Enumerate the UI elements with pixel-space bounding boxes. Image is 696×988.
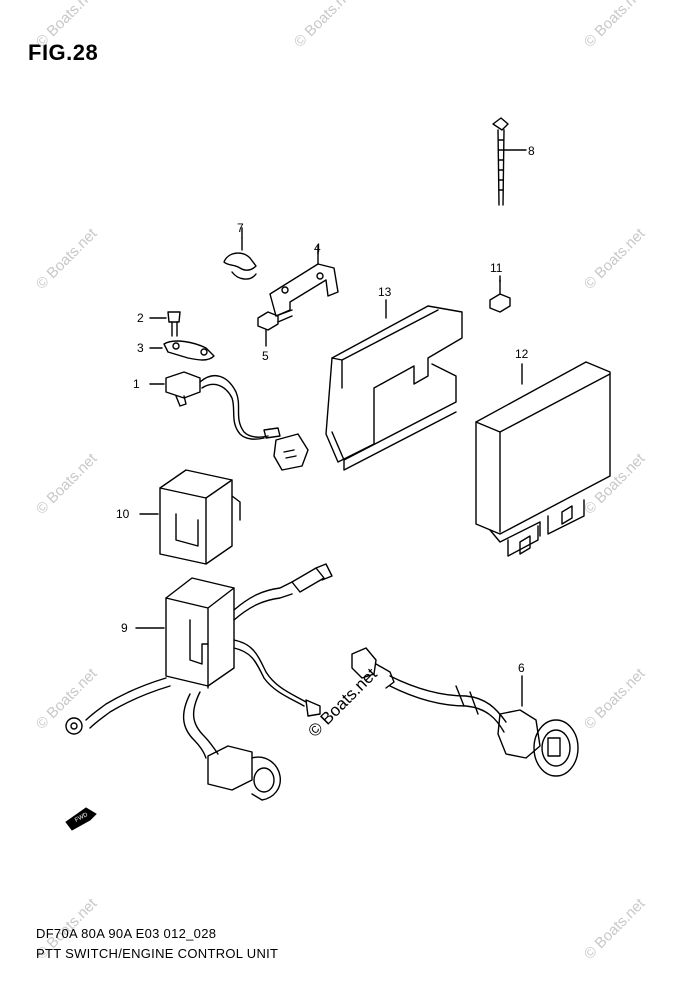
watermark: © Boats.net [581,225,649,293]
figure-description: PTT SWITCH/ENGINE CONTROL UNIT [36,946,279,961]
bolt-part-5 [257,309,293,347]
watermark: © Boats.net [33,450,101,518]
watermark: © Boats.net [33,225,101,293]
harness-unit-part [65,563,333,801]
clamp-part [223,237,257,280]
plate-part [149,340,215,361]
fwd-arrow-icon: FWD [65,807,97,831]
part-label: 6 [518,661,525,675]
part-label: 3 [137,341,144,355]
part-label: 8 [528,144,535,158]
part-label: 13 [378,285,392,299]
cable-tie-part [492,117,527,206]
part-label: 7 [237,221,244,235]
part-label: 4 [314,241,321,255]
bracket-part [269,251,339,317]
ecu-part [475,361,611,557]
part-label: 9 [121,621,128,635]
switch-assembly-part [351,647,579,777]
watermark: © Boats.net [581,665,649,733]
part-label: 1 [133,377,140,391]
part-label: 2 [137,311,144,325]
watermark: © Boats.net [291,0,359,51]
watermark: © Boats.net [33,0,101,51]
watermark: © Boats.net [581,450,649,518]
part-label: 12 [515,347,529,361]
watermark-layer: © Boats.net © Boats.net © Boats.net © Bo… [33,0,649,963]
model-code: DF70A 80A 90A E03 012_028 [36,926,217,941]
watermark: © Boats.net [581,0,649,51]
bolt-part-11 [489,279,511,313]
part-label: 10 [116,507,130,521]
ecu-cover-part [325,299,463,471]
ptt-switch-part [149,371,309,471]
figure-title: FIG.28 [28,40,99,65]
part-label: 11 [490,261,503,275]
relay-cover-part [139,469,241,565]
part-label: 5 [262,349,269,363]
watermark: © Boats.net [581,895,649,963]
screw-part [149,311,181,337]
